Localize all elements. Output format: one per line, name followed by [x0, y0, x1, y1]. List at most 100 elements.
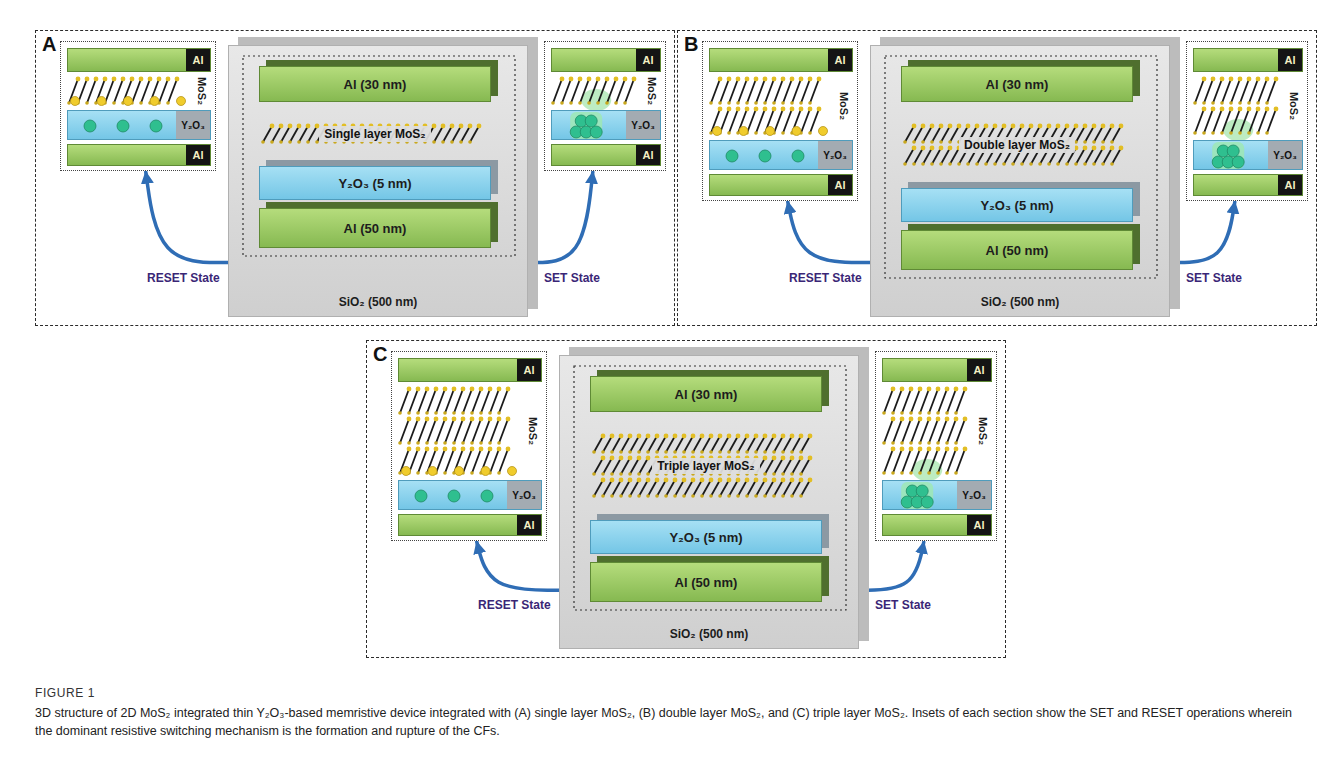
- sulfur-atom: [479, 417, 484, 422]
- oxygen-vacancy: [906, 485, 918, 497]
- sulfur-atom: [470, 411, 474, 415]
- sulfur-atom: [957, 162, 961, 166]
- sio2-substrate-block: Al (30 nm)Single layer MoS₂Y₂O₃ (5 nm)Al…: [228, 45, 528, 317]
- mos2-bond: [675, 436, 684, 452]
- oxygen-vacancy: [1222, 156, 1234, 168]
- sulfur-atom: [488, 441, 492, 445]
- sulfur-atom: [432, 140, 436, 144]
- sulfur-atom: [673, 450, 677, 454]
- mos2-bond: [168, 79, 177, 103]
- y2o3-switching-layer: Y₂O₃ (5 nm): [259, 166, 491, 200]
- mos2-bond: [490, 389, 499, 413]
- sulfur-atom: [479, 471, 483, 475]
- mos2-bond: [711, 436, 720, 452]
- sulfur-atom: [646, 494, 650, 498]
- mos2-bond: [810, 79, 819, 103]
- mos2-bond: [792, 109, 801, 133]
- dotted-device-frame: [243, 56, 515, 256]
- sulfur-atom: [984, 162, 988, 166]
- sulfur-atom: [416, 471, 420, 475]
- sulfur-atom: [745, 101, 749, 105]
- ion-sphere: [792, 127, 801, 136]
- sulfur-atom: [506, 417, 511, 422]
- oxygen-vacancy: [1232, 156, 1244, 168]
- sulfur-atom: [772, 131, 776, 135]
- mos2-bond: [1195, 109, 1204, 133]
- sulfur-atom: [772, 472, 776, 476]
- sulfur-atom: [619, 456, 624, 461]
- sulfur-atom: [605, 77, 610, 82]
- ion-sphere: [508, 467, 517, 476]
- mos2-bond: [693, 436, 702, 452]
- mos2-bond: [594, 458, 603, 474]
- mos2-bond: [884, 449, 893, 473]
- mos2-side-label: MoS₂: [196, 77, 208, 105]
- sulfur-atom: [745, 478, 750, 483]
- mos2-bond: [911, 449, 920, 473]
- mos2-bond: [132, 79, 141, 103]
- sulfur-atom: [936, 411, 940, 415]
- sulfur-atom: [691, 494, 695, 498]
- sulfur-atom: [1229, 101, 1233, 105]
- sulfur-atom: [628, 472, 632, 476]
- mos2-bond: [308, 126, 317, 142]
- sulfur-atom: [664, 494, 668, 498]
- mos2-bond: [929, 449, 938, 473]
- sulfur-atom: [736, 494, 740, 498]
- dotted-device-frame: [885, 56, 1157, 278]
- mos2-bond: [571, 79, 580, 103]
- mos2-bond: [648, 480, 657, 496]
- oxygen-vacancy: [150, 120, 162, 132]
- mos2-bond: [409, 419, 418, 443]
- mos2-bond: [1195, 79, 1204, 103]
- mos2-bond: [452, 126, 461, 142]
- sulfur-atom: [808, 131, 812, 135]
- sio2-substrate-block: Al (30 nm)Triple layer MoS₂Y₂O₃ (5 nm)Al…: [559, 355, 859, 649]
- mos2-bond: [792, 480, 801, 496]
- sulfur-atom: [121, 77, 126, 82]
- sulfur-atom: [610, 456, 615, 461]
- mos2-side-label: MoS₂: [977, 417, 989, 445]
- y2o3-layer-slab: Y₂O₃: [67, 110, 211, 140]
- mos2-bond: [427, 419, 436, 443]
- mos2-bond: [920, 389, 929, 413]
- mos2-bond: [607, 79, 616, 103]
- sulfur-atom: [727, 77, 732, 82]
- state-label: RESET State: [787, 271, 864, 285]
- sulfur-atom: [1029, 124, 1034, 129]
- oxygen-vacancy: [792, 150, 804, 162]
- sulfur-atom: [614, 77, 619, 82]
- sulfur-atom: [601, 478, 606, 483]
- mos2-bond: [720, 480, 729, 496]
- al-electrode-slab: Al: [709, 174, 853, 196]
- mos2-bond: [603, 480, 612, 496]
- sulfur-atom: [488, 447, 493, 452]
- mos2-bond: [499, 449, 508, 473]
- mos2-bond: [738, 109, 747, 133]
- sulfur-atom: [891, 417, 896, 422]
- al-tag-label: Al: [1278, 49, 1302, 71]
- sulfur-atom: [416, 387, 421, 392]
- sulfur-atom: [954, 417, 959, 422]
- mos2-bond: [702, 480, 711, 496]
- sulfur-atom: [297, 124, 302, 129]
- mos2-bond: [78, 79, 87, 103]
- sulfur-atom: [993, 162, 997, 166]
- sulfur-atom: [763, 478, 768, 483]
- sulfur-atom: [623, 77, 628, 82]
- mos2-bond: [114, 79, 123, 103]
- mos2-bond: [938, 419, 947, 443]
- sulfur-atom: [1247, 77, 1252, 82]
- sulfur-atom: [506, 387, 511, 392]
- mos2-bond: [756, 480, 765, 496]
- sulfur-atom: [664, 478, 669, 483]
- sulfur-atom: [939, 162, 943, 166]
- sulfur-atom: [461, 411, 465, 415]
- mos2-bond: [454, 449, 463, 473]
- mos2-bond: [902, 389, 911, 413]
- sulfur-atom: [601, 456, 606, 461]
- sulfur-atom: [130, 77, 135, 82]
- sulfur-atom: [646, 434, 651, 439]
- mos2-bond: [1222, 79, 1231, 103]
- mos2-bond: [1085, 126, 1094, 142]
